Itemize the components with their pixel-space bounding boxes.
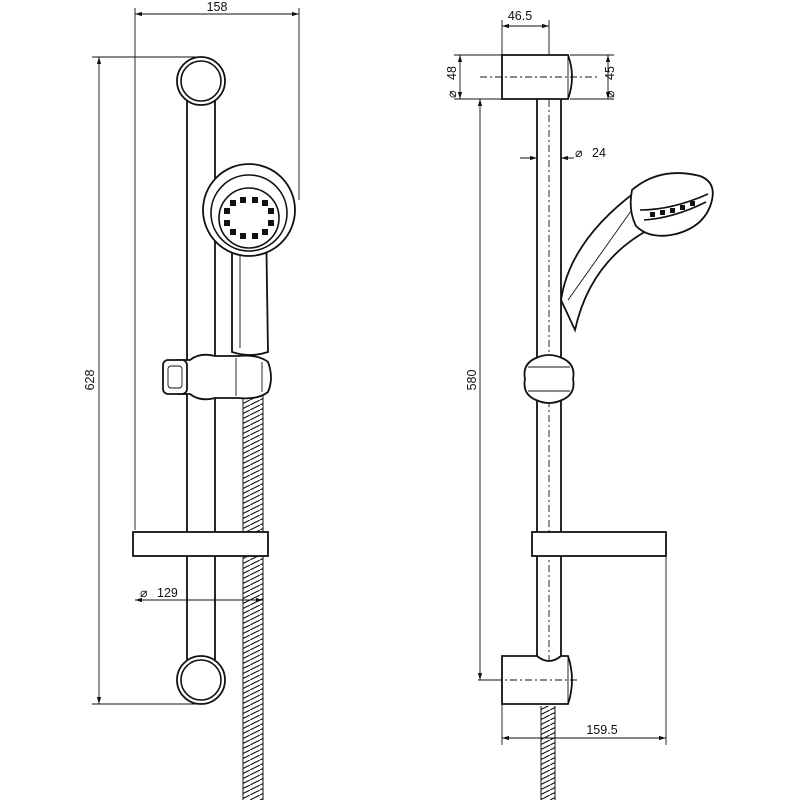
- dimension-label-46-5: 46.5: [508, 9, 532, 23]
- dimension-width-46-5: 46.5: [501, 9, 550, 55]
- dimension-height-580: 580: [465, 98, 500, 681]
- bottom-wall-bracket: [176, 655, 226, 705]
- dimension-label-45: 45: [603, 66, 617, 80]
- dimension-label-24: 24: [592, 146, 606, 160]
- hand-shower-side: [560, 172, 714, 333]
- diameter-symbol-45: ⌀: [603, 90, 617, 98]
- soap-dish: [132, 531, 269, 557]
- diameter-symbol-48: ⌀: [445, 90, 459, 98]
- bottom-wall-bracket-inner: [180, 659, 222, 701]
- dimension-label-628: 628: [83, 370, 97, 391]
- dimension-label-48: 48: [445, 66, 459, 80]
- slider-knob-side: [523, 354, 575, 404]
- side-view: 46.5 ⌀ 48 ⌀ 45 ⌀: [445, 9, 714, 800]
- spray-nozzles-side: [650, 201, 695, 217]
- soap-dish-side: [531, 531, 667, 557]
- slider-holder: [162, 353, 272, 401]
- hose: [242, 370, 264, 800]
- dimension-label-158: 158: [207, 0, 228, 14]
- dimension-diameter-48: ⌀ 48: [445, 54, 502, 100]
- dimension-width-158: 158: [134, 0, 300, 530]
- dimension-height-628: 628: [83, 56, 200, 705]
- top-wall-bracket: [176, 56, 226, 106]
- diameter-symbol-24: ⌀: [575, 146, 583, 160]
- diameter-symbol: ⌀: [140, 586, 148, 600]
- hose-side: [540, 706, 556, 800]
- dimension-width-159-5: 159.5: [501, 556, 667, 745]
- dimension-label-159-5: 159.5: [586, 723, 617, 737]
- dimension-label-580: 580: [465, 370, 479, 391]
- dimension-diameter-24: ⌀ 24: [520, 146, 606, 161]
- dimension-label-129: 129: [157, 586, 178, 600]
- hand-shower-head: [202, 163, 296, 257]
- dimension-diameter-45: ⌀ 45: [570, 54, 617, 100]
- top-wall-bracket-inner: [180, 60, 222, 102]
- spray-nozzles: [224, 197, 274, 239]
- dimension-diameter-129: ⌀ 129: [135, 560, 264, 610]
- front-view: 158 628 ⌀ 129: [83, 0, 300, 800]
